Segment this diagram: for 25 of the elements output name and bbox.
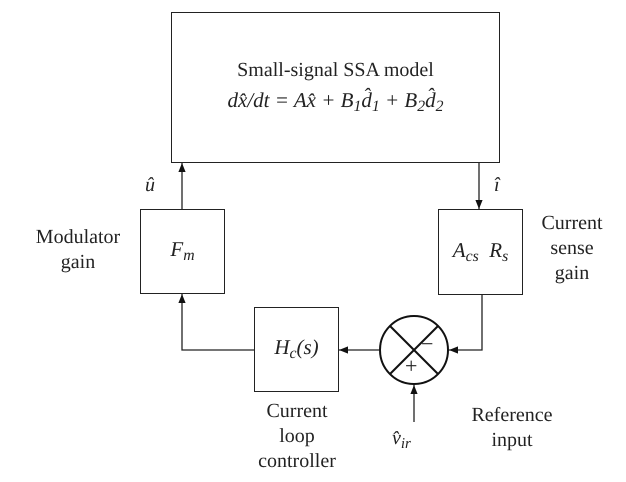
arrow — [475, 163, 483, 209]
transfer-function: A$_{cs}$ R$_{s}$ — [452, 236, 508, 264]
arrow — [449, 295, 483, 354]
block — [171, 12, 500, 163]
block-title: Small-signal SSA model — [237, 58, 434, 83]
block-caption: Current loop controller — [257, 399, 337, 474]
transfer-function: H$_{c}$(s) — [274, 334, 319, 361]
plus-sign: + — [405, 355, 418, 377]
equation: dx̂/dt = Ax̂ + B$_{1}$d̂$_{1}$ + B$_{2}$d̂$_{2}$ — [228, 86, 444, 114]
signal-label: v̂$_{ir}$ — [392, 428, 411, 448]
block-caption: Modulator gain — [34, 225, 122, 275]
arrow — [410, 385, 418, 422]
signal-label: û — [145, 175, 155, 195]
transfer-function: F$_{m}$ — [170, 236, 195, 263]
minus-sign: − — [421, 333, 434, 355]
arrow — [339, 346, 379, 354]
arrow — [178, 163, 186, 209]
signal-label: î — [494, 175, 500, 195]
block — [438, 209, 523, 295]
block-caption: Current sense gain — [540, 211, 604, 286]
input-caption: Reference input — [470, 403, 554, 453]
block — [254, 307, 339, 392]
block — [140, 209, 225, 294]
summing-junction — [379, 315, 449, 385]
arrow — [178, 294, 254, 351]
